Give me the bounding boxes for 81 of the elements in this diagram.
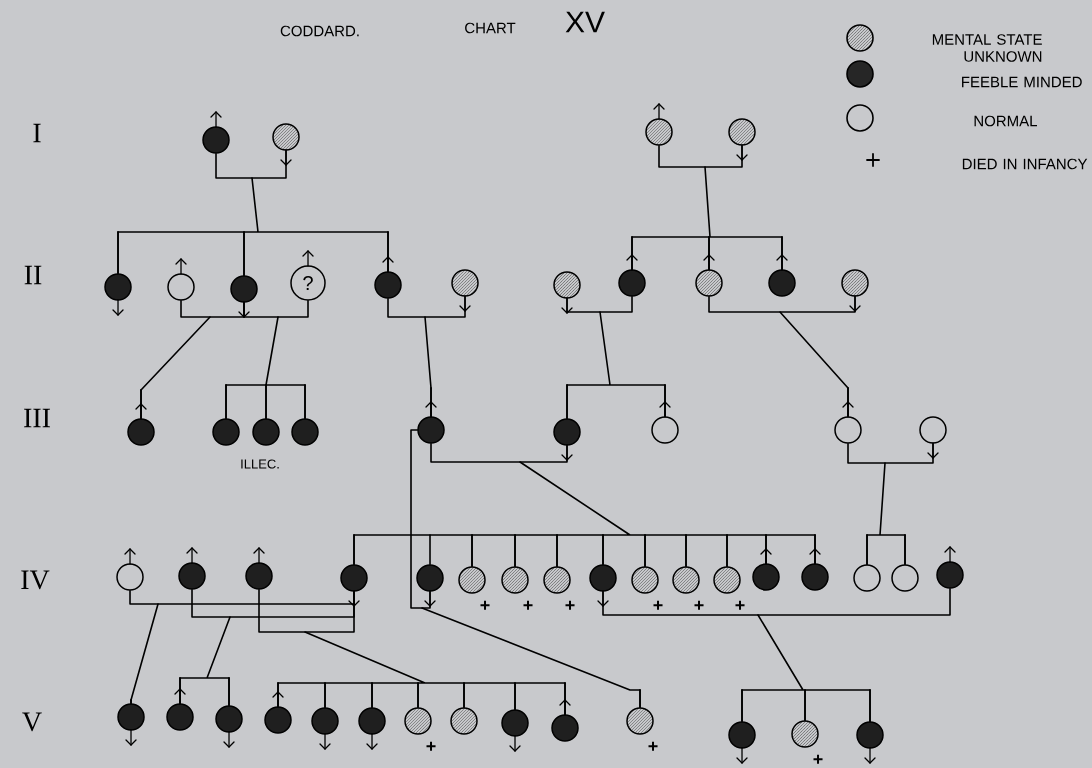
pedigree-line xyxy=(140,299,245,420)
person-circle xyxy=(167,258,195,301)
pedigree-line xyxy=(602,587,951,723)
chart-number: XV xyxy=(565,11,605,33)
person-circle xyxy=(116,548,144,591)
died-in-infancy-mark: + xyxy=(565,600,575,610)
person-circle xyxy=(834,401,862,444)
person-circle xyxy=(853,564,881,592)
person-circle xyxy=(358,707,386,750)
person-circle xyxy=(127,403,155,446)
person-circle xyxy=(695,254,723,297)
pedigree-line xyxy=(631,144,783,271)
person-circle xyxy=(291,418,319,446)
person-circle xyxy=(919,416,947,459)
person-circle xyxy=(245,547,273,590)
pedigree-line xyxy=(117,149,389,277)
person-circle xyxy=(768,254,796,297)
pedigree-line xyxy=(410,429,641,709)
person-circle xyxy=(728,721,756,764)
person-circle xyxy=(936,546,964,589)
died-in-infancy-mark: + xyxy=(523,600,533,610)
person-circle xyxy=(651,401,679,444)
person-circle xyxy=(645,103,673,146)
person-circle xyxy=(117,703,145,746)
person-circle xyxy=(553,418,581,461)
died-in-infancy-mark: + xyxy=(648,741,658,751)
person-circle xyxy=(215,705,243,748)
died-in-infancy-mark: + xyxy=(735,600,745,610)
person-circle xyxy=(618,254,646,297)
generation-numeral: III xyxy=(24,408,50,428)
person-circle xyxy=(104,273,132,316)
person-circle xyxy=(752,548,780,591)
person-circle xyxy=(856,721,884,764)
person-circle xyxy=(272,123,300,166)
header-text: CODDARD. xyxy=(280,25,359,37)
person-circle xyxy=(728,118,756,161)
person-circle xyxy=(551,699,579,742)
died-in-infancy-mark: + xyxy=(694,600,704,610)
legend-text: MENTAL STATE UNKNOWN xyxy=(932,34,1042,62)
person-circle xyxy=(178,547,206,590)
person-circle xyxy=(264,691,292,734)
died-in-infancy-mark: + xyxy=(813,754,823,764)
person-circle xyxy=(252,418,280,446)
person-circle xyxy=(891,564,919,592)
pedigree-line xyxy=(566,295,666,420)
pedigree-line xyxy=(847,442,934,566)
generation-numeral: I xyxy=(33,123,41,143)
person-circle xyxy=(841,269,869,312)
person-circle xyxy=(451,269,479,312)
legend-text: DIED IN INFANCY xyxy=(962,158,1088,170)
pedigree-line xyxy=(258,588,566,716)
pedigree-line xyxy=(129,589,355,705)
legend-text: FEEBLE MINDED xyxy=(962,76,1082,88)
person-circle xyxy=(311,707,339,750)
generation-numeral: V xyxy=(22,712,42,732)
pedigree-line xyxy=(353,442,816,568)
person-circle xyxy=(417,401,445,444)
person-circle xyxy=(166,688,194,731)
note-label: ILLEC. xyxy=(241,459,279,469)
person-circle xyxy=(212,418,240,446)
person-circle xyxy=(589,564,617,607)
pedigree-line xyxy=(225,299,309,420)
person-circle xyxy=(202,111,230,154)
person-circle xyxy=(340,564,368,607)
pedigree-line xyxy=(708,295,856,418)
died-in-infancy-mark: + xyxy=(480,600,490,610)
person-circle xyxy=(501,709,529,752)
person-circle xyxy=(801,548,829,591)
generation-numeral: IV xyxy=(21,570,50,590)
person-circle xyxy=(416,564,444,607)
died-in-infancy-mark: + xyxy=(653,600,663,610)
person-circle xyxy=(450,707,478,735)
legend-text: NORMAL xyxy=(974,115,1037,127)
died-in-infancy-mark: + xyxy=(426,741,436,751)
person-circle xyxy=(374,256,402,299)
pedigree-line xyxy=(387,295,466,418)
person-circle xyxy=(553,271,581,314)
pedigree-line xyxy=(179,588,355,707)
person-circle xyxy=(230,275,258,318)
generation-numeral: II xyxy=(24,265,42,285)
header-text: CHART xyxy=(465,22,516,34)
